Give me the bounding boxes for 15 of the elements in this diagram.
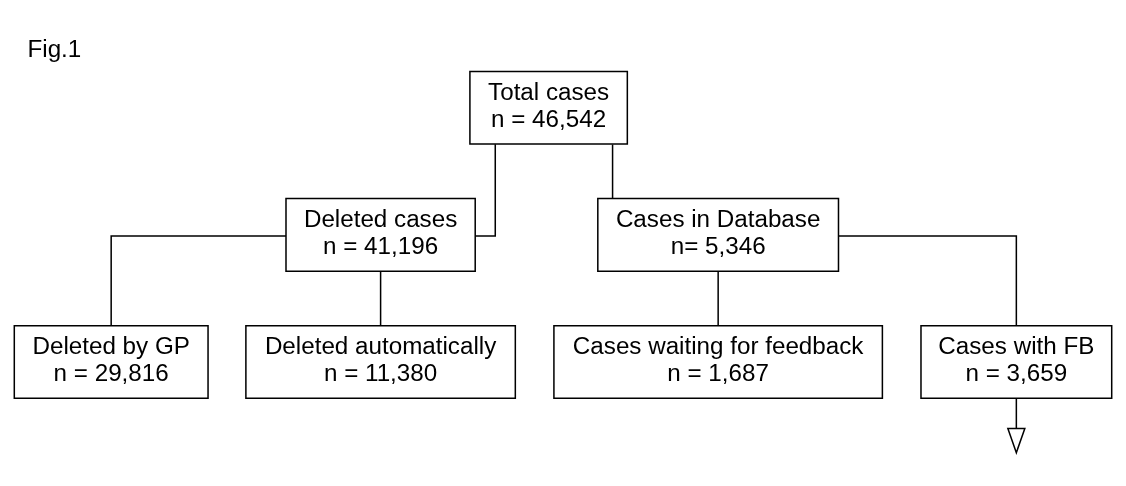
node-box: Total cases n = 46,542 <box>469 70 629 145</box>
arrow <box>1006 397 1026 455</box>
connector <box>379 270 382 327</box>
diagram-title: Fig.1 <box>27 35 82 63</box>
connector <box>837 235 1018 327</box>
node-box: Cases with FB n = 3,659 <box>920 324 1113 400</box>
node-box: Deleted cases n = 41,196 <box>285 197 476 272</box>
connector <box>611 143 614 199</box>
node-box: Cases in Database n= 5,346 <box>597 197 840 272</box>
connector <box>717 270 719 327</box>
node-box: Cases waiting for feedback n = 1,687 <box>553 324 884 400</box>
node-box: Deleted by GP n = 29,816 <box>13 324 209 400</box>
connector <box>474 143 496 237</box>
node-box: Deleted automatically n = 11,380 <box>245 324 517 400</box>
connector <box>110 235 287 327</box>
